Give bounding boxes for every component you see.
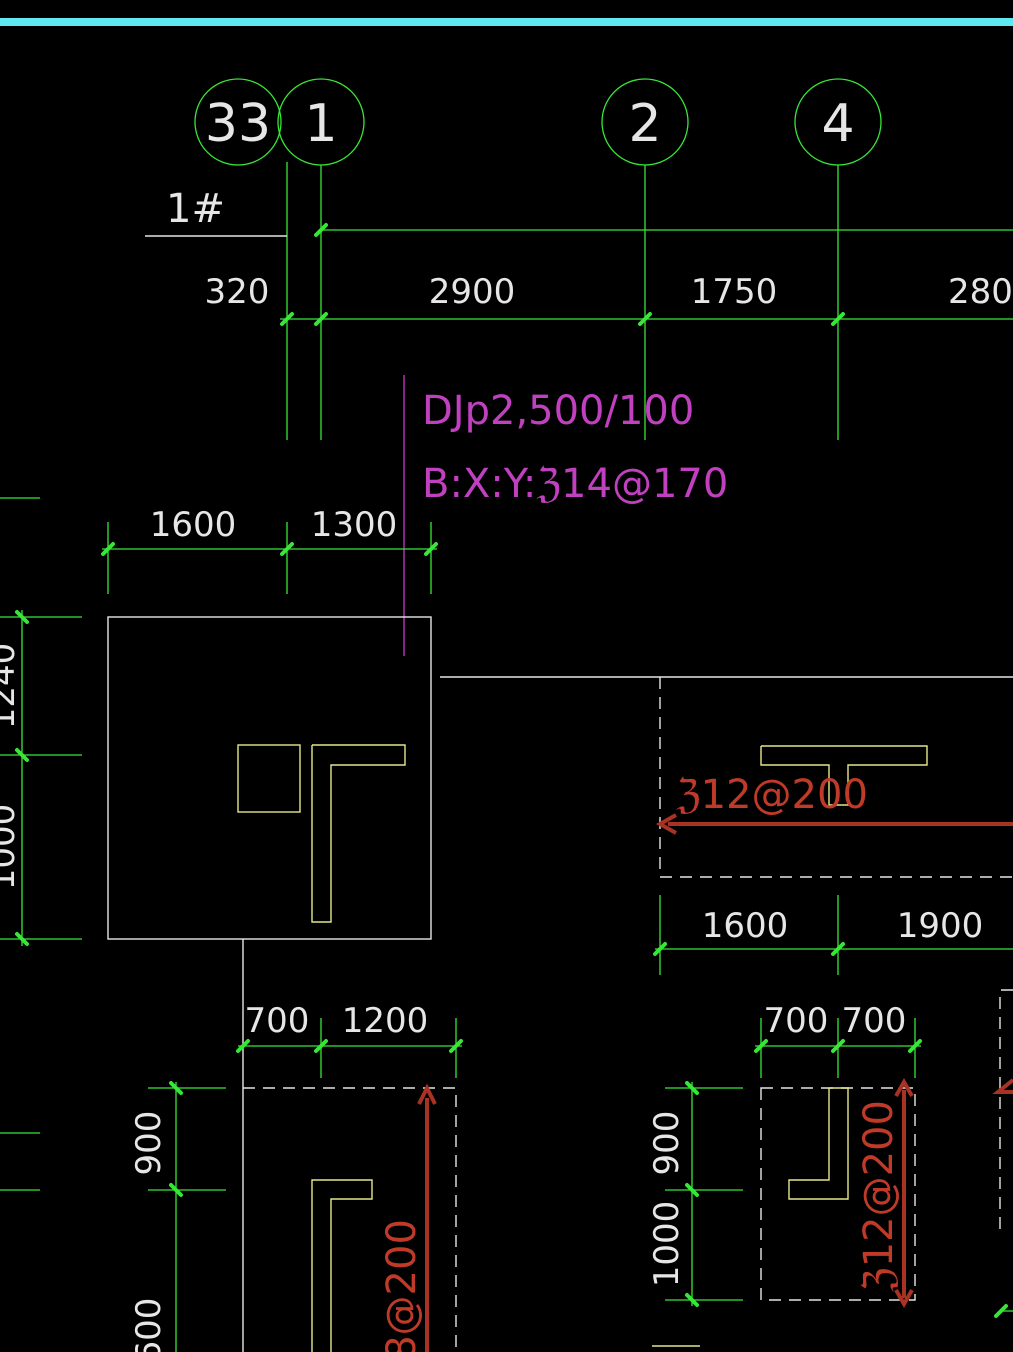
dim-lower-right-900: 900 (647, 1111, 687, 1176)
dim-2900: 2900 (429, 272, 516, 312)
axis-bubble-2[interactable]: 2 (601, 78, 689, 166)
dim-lower-right-700b: 700 (842, 1001, 907, 1041)
dim-footing-1600: 1600 (150, 505, 237, 545)
footing-title: DJp2,500/100 (422, 388, 694, 434)
dim-right-1600: 1600 (702, 906, 789, 946)
dim-footing-1300: 1300 (311, 505, 398, 545)
footing-height-dimension (0, 610, 82, 946)
dim-footing-1240: 1240 (0, 643, 23, 730)
dim-320: 320 (205, 272, 270, 312)
lower-right-wall-section[interactable] (788, 1087, 849, 1200)
dim-footing-1000: 1000 (0, 804, 23, 891)
axis-bubble-33[interactable]: 33 (194, 78, 282, 166)
lower-right-width-dimension (754, 1018, 922, 1078)
footing-width-dimension (101, 522, 438, 594)
dim-1750: 1750 (691, 272, 778, 312)
axis-lines (286, 162, 839, 440)
svg-text:33: 33 (205, 94, 271, 154)
lower-right-rebar-label: ℨ12@200 (856, 1100, 902, 1292)
lower-left-outline[interactable] (243, 1087, 457, 1352)
dim-lower-left-900: 900 (129, 1111, 169, 1176)
dim-right-1900: 1900 (897, 906, 984, 946)
far-right-outline (999, 989, 1013, 1230)
lower-left-wall-section[interactable] (311, 1179, 373, 1352)
lower-left-height-dimension (148, 1081, 226, 1352)
dim-2800: 2800 (948, 272, 1013, 312)
right-wall-section[interactable] (760, 745, 928, 806)
footing-outline[interactable] (107, 616, 432, 940)
right-beam-outline[interactable] (659, 677, 1013, 878)
top-dimension-line (280, 312, 1013, 326)
dim-lower-left-1200: 1200 (342, 1001, 429, 1041)
wall-section-l[interactable] (311, 744, 406, 923)
dim-lower-right-700a: 700 (764, 1001, 829, 1041)
dim-lower-left-700: 700 (245, 1001, 310, 1041)
right-beam-dimension (653, 895, 1013, 975)
lower-left-width-dimension (236, 1018, 463, 1078)
footing-reinforcement: B:X:Y:ℨ14@170 (422, 461, 728, 507)
dim-lower-right-1000: 1000 (647, 1201, 687, 1288)
column-section[interactable] (237, 744, 301, 813)
dim-lower-left-600: 600 (129, 1298, 169, 1352)
svg-text:4: 4 (821, 94, 854, 154)
axis-bubble-4[interactable]: 4 (794, 78, 882, 166)
axis-bubble-1[interactable]: 1 (277, 78, 365, 166)
right-rebar-label: ℨ12@200 (676, 772, 868, 818)
svg-text:1: 1 (304, 94, 337, 154)
lower-right-height-dimension (665, 1081, 743, 1307)
building-label: 1# (166, 186, 225, 232)
svg-text:2: 2 (628, 94, 661, 154)
lower-left-rebar-label: 8@200 (379, 1219, 425, 1352)
lower-right-outline[interactable] (760, 1087, 916, 1301)
viewport-top-border (0, 18, 1013, 26)
